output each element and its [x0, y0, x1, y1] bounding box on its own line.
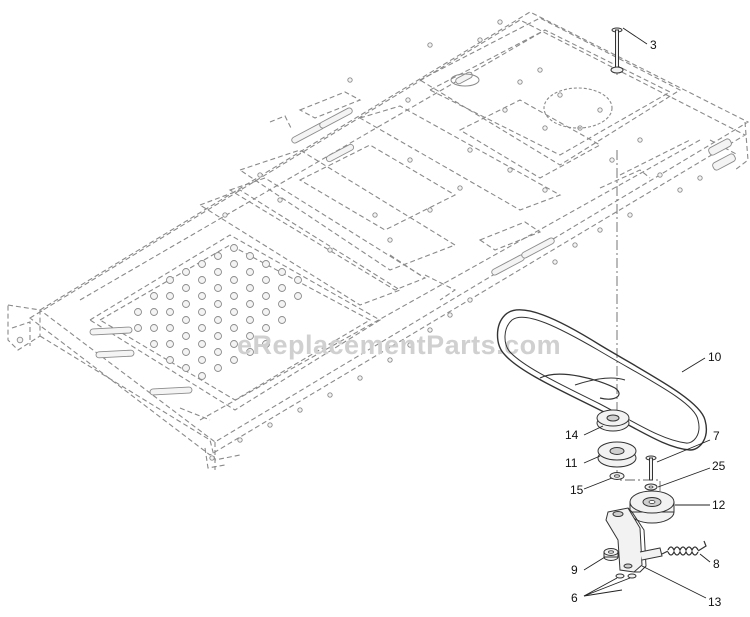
part-14-pulley [596, 409, 630, 432]
seat-plate-opening [450, 73, 613, 129]
part-3-pin [610, 27, 624, 74]
callout-15: 15 [570, 483, 584, 497]
part-11-pulley [597, 441, 637, 468]
part-25-washer [644, 483, 658, 491]
part-6-spacers [615, 573, 637, 579]
part-8-spring [661, 540, 707, 556]
part-15-washer [609, 472, 625, 480]
frame-slots [89, 71, 736, 396]
callout-7: 7 [713, 429, 720, 443]
part-9-bushing [603, 548, 619, 561]
part-12-idler-pulley [629, 490, 675, 524]
callout-8: 8 [713, 557, 720, 571]
part-10-belt [496, 309, 707, 451]
callout-12: 12 [712, 498, 726, 512]
callout-3: 3 [650, 38, 657, 52]
chassis-frame [7, 11, 750, 470]
callout-9: 9 [571, 563, 578, 577]
callout-6: 6 [571, 591, 578, 605]
floor-plate-holes [16, 19, 703, 461]
leader-lines [583, 27, 711, 599]
callout-11: 11 [565, 456, 578, 470]
watermark: eReplacementParts.com [237, 330, 561, 360]
callout-10: 10 [708, 350, 722, 364]
part-7-bolt [645, 455, 657, 481]
callout-14: 14 [565, 428, 579, 442]
part-13-idler-arm [605, 507, 663, 573]
callout-13: 13 [708, 595, 722, 609]
callout-25: 25 [712, 459, 726, 473]
